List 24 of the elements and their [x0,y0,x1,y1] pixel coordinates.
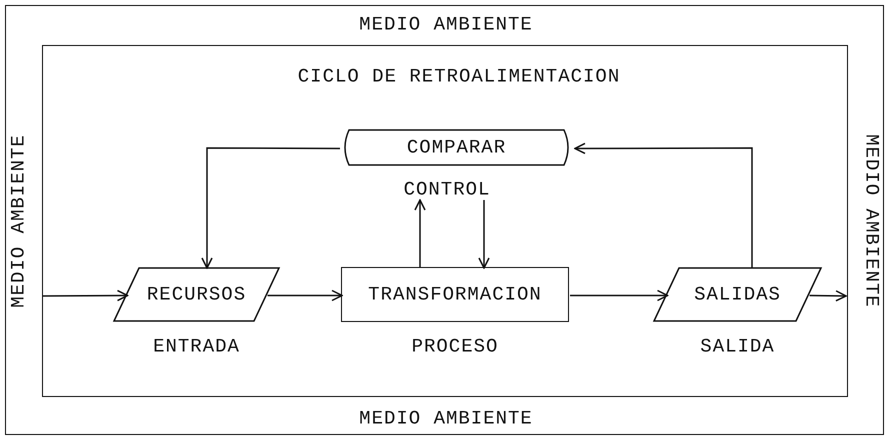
frame-title: CICLO DE RETROALIMENTACION [298,68,620,86]
arrow [268,290,343,302]
frame-box [42,44,848,396]
arrow [809,290,847,302]
environment-label: MEDIO AMBIENTE [359,410,533,428]
arrow [574,142,753,268]
arrow [201,147,340,269]
arrow [414,199,426,268]
control-label: CONTROL [404,180,490,199]
stage-caption: ENTRADA [153,338,240,356]
box-label: RECURSOS [146,285,246,304]
process-box [341,267,569,322]
box-label: TRANSFORMACION [368,285,542,304]
arrow [478,200,490,269]
environment-label: MEDIO AMBIENTE [10,134,28,308]
arrow [570,290,668,302]
environment-label: MEDIO AMBIENTE [862,134,880,308]
stage-caption: SALIDA [700,338,775,356]
frame-box [5,5,884,435]
stage-caption: PROCESO [412,338,498,356]
box-label: COMPARAR [406,138,506,157]
box-label: SALIDAS [694,285,781,304]
arrow [42,290,128,302]
environment-label: MEDIO AMBIENTE [359,16,533,34]
